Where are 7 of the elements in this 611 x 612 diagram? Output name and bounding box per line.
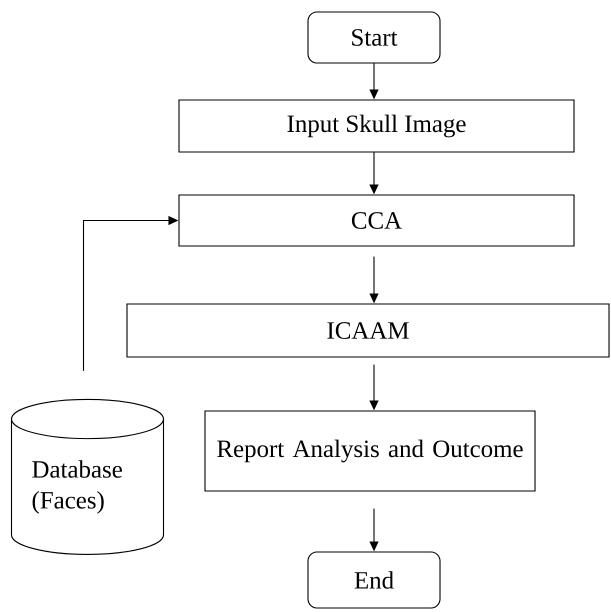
process-box: Input Skull Image	[178, 99, 575, 153]
process-box: Report Analysis and Outcome	[204, 410, 536, 492]
database-cylinder: Database (Faces)	[10, 398, 164, 555]
terminal-box: End	[307, 551, 441, 609]
process-box: ICAAM	[126, 303, 610, 358]
process-box: CCA	[178, 194, 575, 247]
terminal-box: Start	[307, 11, 441, 64]
